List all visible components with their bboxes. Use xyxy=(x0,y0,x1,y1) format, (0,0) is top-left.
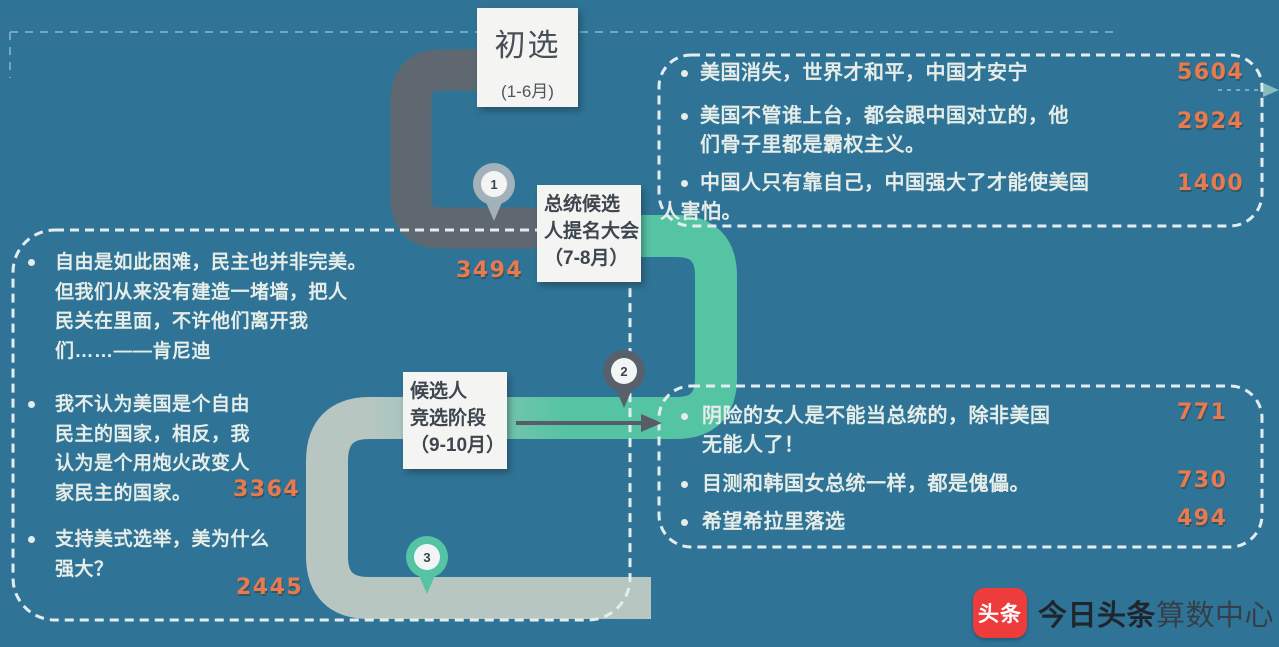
comment-text: 美国消失，世界才和平，中国才安宁 xyxy=(700,62,1028,84)
decor-dashed-frame xyxy=(9,31,1113,78)
bullet-icon xyxy=(681,113,688,120)
comment-text: 希望希拉里落选 xyxy=(702,511,846,533)
logo-brand: 今日头条 xyxy=(1038,600,1157,632)
comment-text: 目测和韩国女总统一样，都是傀儡。 xyxy=(702,473,1030,495)
pin-number: 2 xyxy=(611,358,637,384)
bullet-icon xyxy=(681,481,688,488)
pin-head-icon: 3 xyxy=(406,536,448,578)
bullet-icon xyxy=(681,413,688,420)
comment-count: 2445 xyxy=(236,575,304,600)
bullet-icon xyxy=(681,519,688,526)
stage-period: （9-10月） xyxy=(410,435,506,456)
stage-name: 总统候选 人提名大会 xyxy=(544,194,640,242)
bullet-icon xyxy=(28,536,35,543)
bullet-icon xyxy=(28,401,35,408)
stage-period: (1-6月) xyxy=(501,82,554,101)
pin-number: 3 xyxy=(414,544,440,570)
comment-count: 730 xyxy=(1177,468,1228,493)
logo-text: 今日头条 算数中心 xyxy=(1038,592,1274,634)
comment-count: 2924 xyxy=(1177,109,1245,134)
decor-exit-arrow-head-icon xyxy=(1263,83,1279,97)
milestone-pin-1: 1 xyxy=(473,163,515,221)
comment-text: 美国不管谁上台，都会跟中国对立的，他 们骨子里都是霸权主义。 xyxy=(700,105,1069,156)
comment-count: 494 xyxy=(1177,506,1228,531)
toutiao-logo: 头条 今日头条 算数中心 xyxy=(973,588,1274,638)
bullet-icon xyxy=(28,259,35,266)
comment-text: 阴险的女人是不能当总统的，除非美国 无能人了！ xyxy=(702,405,1051,456)
comment-text: 中国人只有靠自己，中国强大了才能使美国 人害怕。 xyxy=(660,172,1090,223)
comment-text: 我不认为美国是个自由 民主的国家，相反，我 认为是个用炮火改变人 家民主的国家。 xyxy=(55,394,251,504)
toutiao-app-icon: 头条 xyxy=(973,588,1027,638)
road-segment-primary xyxy=(390,49,566,249)
pin-head-icon: 1 xyxy=(473,163,515,205)
stage-name: 初选 xyxy=(494,28,561,63)
bullet-icon xyxy=(681,180,688,187)
stage-name: 候选人 竞选阶段 xyxy=(410,381,487,429)
road-segment-campaign xyxy=(306,397,651,619)
campaign-arrow-head-icon xyxy=(641,414,662,432)
road-segment-convention xyxy=(556,215,737,439)
comment-count: 5604 xyxy=(1177,60,1245,85)
bullet-icon xyxy=(681,70,688,77)
stage-card-primary: 初选 (1-6月) xyxy=(477,8,578,107)
comment-count: 3364 xyxy=(233,477,301,502)
comment-count: 1400 xyxy=(1177,171,1245,196)
comment-box-campaign-border xyxy=(657,384,1264,549)
stage-card-convention: 总统候选 人提名大会 （7-8月） xyxy=(537,185,641,282)
milestone-pin-2: 2 xyxy=(603,350,645,408)
logo-suffix: 算数中心 xyxy=(1156,600,1275,632)
pin-head-icon: 2 xyxy=(603,350,645,392)
stage-period: （7-8月） xyxy=(544,248,629,269)
stage-card-campaign: 候选人 竞选阶段 （9-10月） xyxy=(403,372,507,469)
comment-text: 自由是如此困难，民主也并非完美。 但我们从来没有建造一堵墙，把人 民关在里面，不… xyxy=(55,252,368,362)
comment-count: 3494 xyxy=(456,258,524,283)
pin-number: 1 xyxy=(481,171,507,197)
milestone-pin-3: 3 xyxy=(406,536,448,594)
comment-text: 支持美式选举，美为什么 强大？ xyxy=(55,529,270,580)
comment-count: 771 xyxy=(1177,400,1228,425)
